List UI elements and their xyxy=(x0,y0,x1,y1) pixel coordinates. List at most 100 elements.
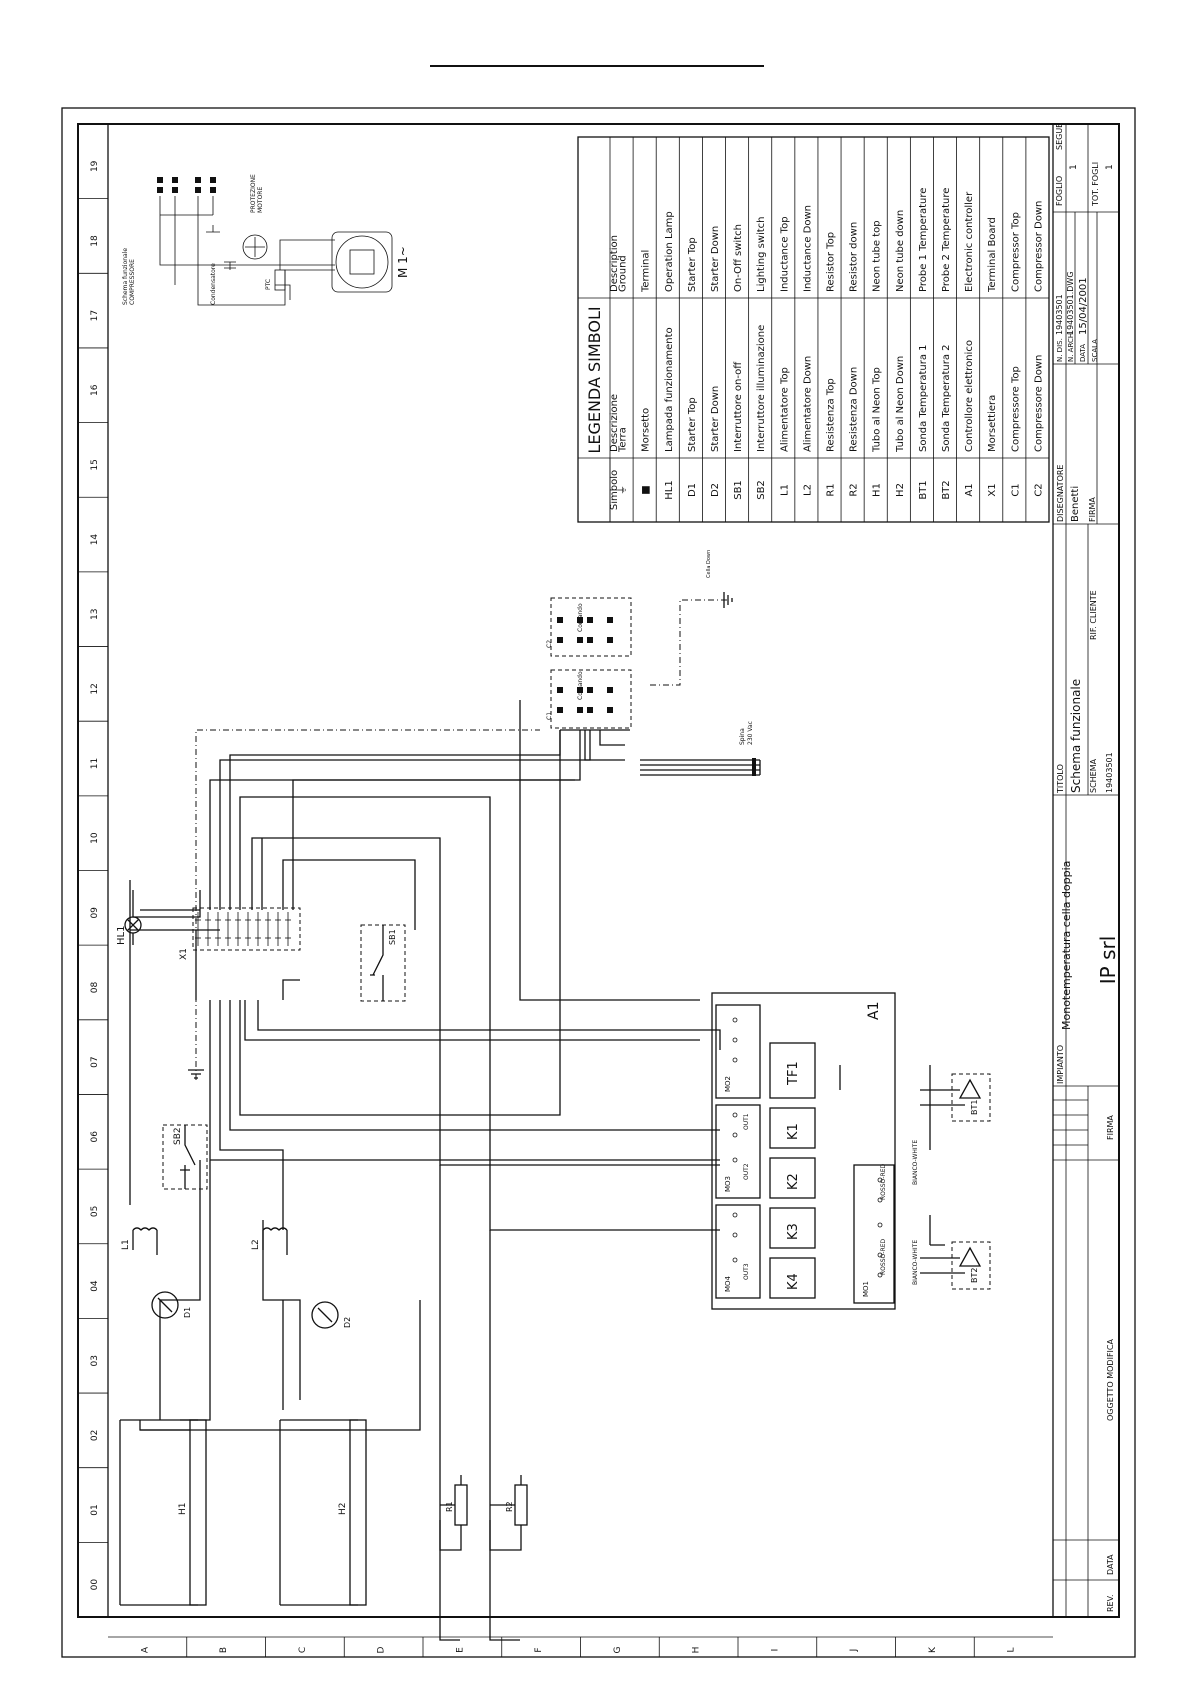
rif-cliente-label: RIF. CLIENTE xyxy=(1089,590,1098,640)
legend-description: Electronic controller xyxy=(964,191,975,292)
row-letter: A xyxy=(140,1646,150,1653)
title-block: IMPIANTO Monotemperatura cella doppia IP… xyxy=(1052,123,1120,1618)
legend-description: Ground xyxy=(618,255,629,292)
l1-inductor: L1 xyxy=(121,1227,158,1255)
column-number: 00 xyxy=(90,1579,100,1591)
column-number: 16 xyxy=(90,384,100,396)
rev-label: REV. xyxy=(1106,1594,1115,1612)
column-number: 14 xyxy=(90,534,100,546)
terminal xyxy=(577,707,583,713)
spina-line2: 230 Vac xyxy=(747,721,754,745)
r2-label: R2 xyxy=(505,1501,514,1512)
segue-label: SEGUE xyxy=(1055,123,1064,150)
a1-terminal xyxy=(732,1037,738,1043)
legend-title: LEGENDA SIMBOLI xyxy=(585,306,604,453)
c1-label: C1 xyxy=(546,712,553,720)
legend-description: Terminal Board xyxy=(987,217,998,293)
k4-relay xyxy=(769,1257,816,1299)
a1-terminal xyxy=(732,1157,738,1163)
a1-terminal xyxy=(877,1177,883,1183)
tot-fogli-label: TOT. FOGLI xyxy=(1091,162,1100,207)
x1-terminal-board: X1 xyxy=(179,907,301,960)
legend-description: Neon tube top xyxy=(872,220,883,292)
a1-terminal xyxy=(877,1272,883,1278)
legend-descrizione: Resistenza Top xyxy=(826,378,837,452)
row-letter: E xyxy=(455,1647,465,1653)
bt2-label: BT2 xyxy=(970,1268,979,1283)
column-number: 10 xyxy=(90,832,100,844)
starter-icon xyxy=(151,1291,179,1319)
column-number: 09 xyxy=(90,907,100,919)
h1-neon-tube: H1 xyxy=(119,1400,207,1606)
legend-symbol: D2 xyxy=(710,483,721,497)
column-number: 08 xyxy=(90,981,100,993)
legend-table: ⏚TerraGround■MorsettoTerminalHL1Lampada … xyxy=(577,136,1050,523)
company-name: IP srl xyxy=(1096,936,1120,985)
legend-symbol: R2 xyxy=(849,483,860,496)
row-letter: D xyxy=(377,1646,387,1653)
terminal xyxy=(607,687,613,693)
a1-terminal xyxy=(732,1112,738,1118)
terminal xyxy=(577,637,583,643)
oggetto-label: OGGETTO MODIFICA xyxy=(1106,1338,1115,1420)
terminal xyxy=(587,637,593,643)
h1-label: H1 xyxy=(178,1503,188,1516)
legend-descrizione: Starter Top xyxy=(687,397,698,452)
legend-symbol: H2 xyxy=(895,483,906,497)
k3-label: K3 xyxy=(786,1223,801,1240)
h2-neon-tube: H2 xyxy=(279,1419,367,1606)
a1-terminal xyxy=(732,1212,738,1218)
mo4-label: MO4 xyxy=(724,1275,732,1292)
terminal xyxy=(607,617,613,623)
legend-descrizione: Controllore elettronico xyxy=(964,340,975,452)
k2-label: K2 xyxy=(786,1173,801,1190)
firma-label: FIRMA xyxy=(1088,497,1097,522)
compressor-detail: Schema funzionale COMPRESSORE PROTEZIONE… xyxy=(122,174,410,306)
legend-symbol: HL1 xyxy=(664,480,675,499)
a1-terminal xyxy=(732,1017,738,1023)
legend-descrizione: Sonda Temperatura 1 xyxy=(918,344,929,452)
mo1-label: MO1 xyxy=(862,1281,870,1297)
legend-symbol: C1 xyxy=(1010,483,1021,496)
column-number: 03 xyxy=(90,1355,100,1366)
bt1-label: BT1 xyxy=(970,1100,979,1115)
row-letter: J xyxy=(849,1649,859,1653)
column-number: 19 xyxy=(90,160,100,172)
out2-label: OUT2 xyxy=(743,1163,750,1180)
row-letter: I xyxy=(770,1649,780,1652)
r1-label: R1 xyxy=(445,1501,454,1512)
starter-icon xyxy=(311,1301,339,1329)
legend-description: Resistor down xyxy=(849,222,860,292)
terminal xyxy=(172,187,178,193)
n-arch-value: 19403501.DWG xyxy=(1066,271,1075,335)
l2-inductor: L2 xyxy=(251,1227,288,1255)
a1-controller: A1 TF1 K1 K2 K3 K4 MO2 MO3 MO4 MO1 OUT1 … xyxy=(711,992,919,1310)
legend-header-symbol: Simbolo xyxy=(609,470,620,510)
sb1-switch: SB1 xyxy=(360,924,406,1002)
k1-label: K1 xyxy=(786,1123,801,1140)
legend-symbol: C2 xyxy=(1033,483,1044,496)
scala-label: SCALA xyxy=(1091,339,1099,362)
bianco-white-1: BIANCO-WHITE xyxy=(912,1140,919,1185)
legend-symbol: BT1 xyxy=(918,480,929,499)
column-number: 04 xyxy=(90,1280,100,1292)
foglio-label: FOGLIO xyxy=(1055,176,1064,206)
legend-descrizione: Compressore Down xyxy=(1033,355,1044,452)
legend-symbol: L1 xyxy=(779,484,790,496)
l1-label: L1 xyxy=(121,1239,131,1250)
impianto-value: Monotemperatura cella doppia xyxy=(1060,861,1073,1030)
r1-resistor: R1 xyxy=(439,1475,468,1551)
column-number: 06 xyxy=(90,1131,100,1143)
row-letter: F xyxy=(534,1647,544,1652)
hl1-label: HL1 xyxy=(116,926,127,945)
legend-symbol: R1 xyxy=(826,483,837,496)
legend-symbol: SB1 xyxy=(733,480,744,500)
terminal xyxy=(557,617,563,623)
legend-description: On-Off switch xyxy=(733,224,744,292)
bt1-probe: BT1 xyxy=(920,1073,991,1122)
mo2-label: MO2 xyxy=(724,1076,732,1092)
schema-value: 19403501 xyxy=(1105,752,1114,793)
bt2-probe: BT2 xyxy=(920,1241,991,1290)
